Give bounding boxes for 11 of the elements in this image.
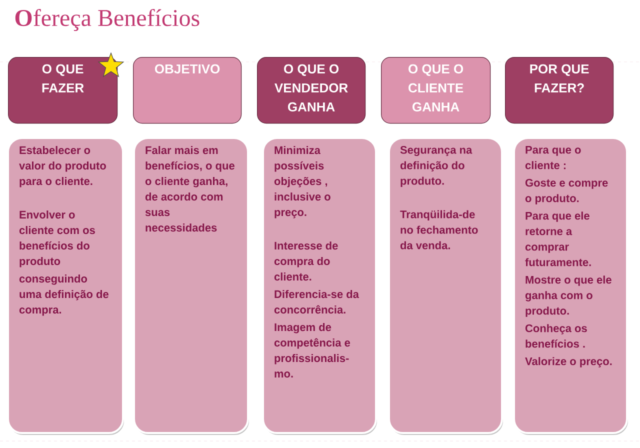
text-card: Segurança na definição do produto. Tranqüilida-de no fechamento da venda.	[388, 137, 503, 434]
header-box: O QUE FAZER	[8, 57, 118, 124]
header-box: O QUE O VENDEDOR GANHA	[257, 57, 366, 124]
text-card: Para que o cliente : Goste e compre o produto. Para que ele retorne a comprar futuramente. Mostre o que ele ganha com o produto. Conheça os benefícios . Valorize o preço.	[513, 137, 628, 434]
header-box: O QUE O CLIENTE GANHA	[381, 57, 491, 124]
title: Ofereça Benefícios	[15, 9, 200, 31]
header-box: OBJETIVO	[133, 57, 242, 124]
header-box: POR QUE FAZER?	[505, 57, 614, 124]
text-card: Estabelecer o valor do produto para o cliente. Envolver o cliente com os benefícios do produto conseguindo uma definição de compra.	[7, 137, 124, 434]
text-card: Falar mais em benefícios, o que o cliente ganha, de acordo com suas necessidades	[133, 137, 249, 434]
text-card: Minimiza possíveis objeções , inclusive o preço. Interesse de compra do cliente. Diferencia-se da concorrência. Imagem de competência e profissionalis-mo.	[262, 137, 377, 434]
